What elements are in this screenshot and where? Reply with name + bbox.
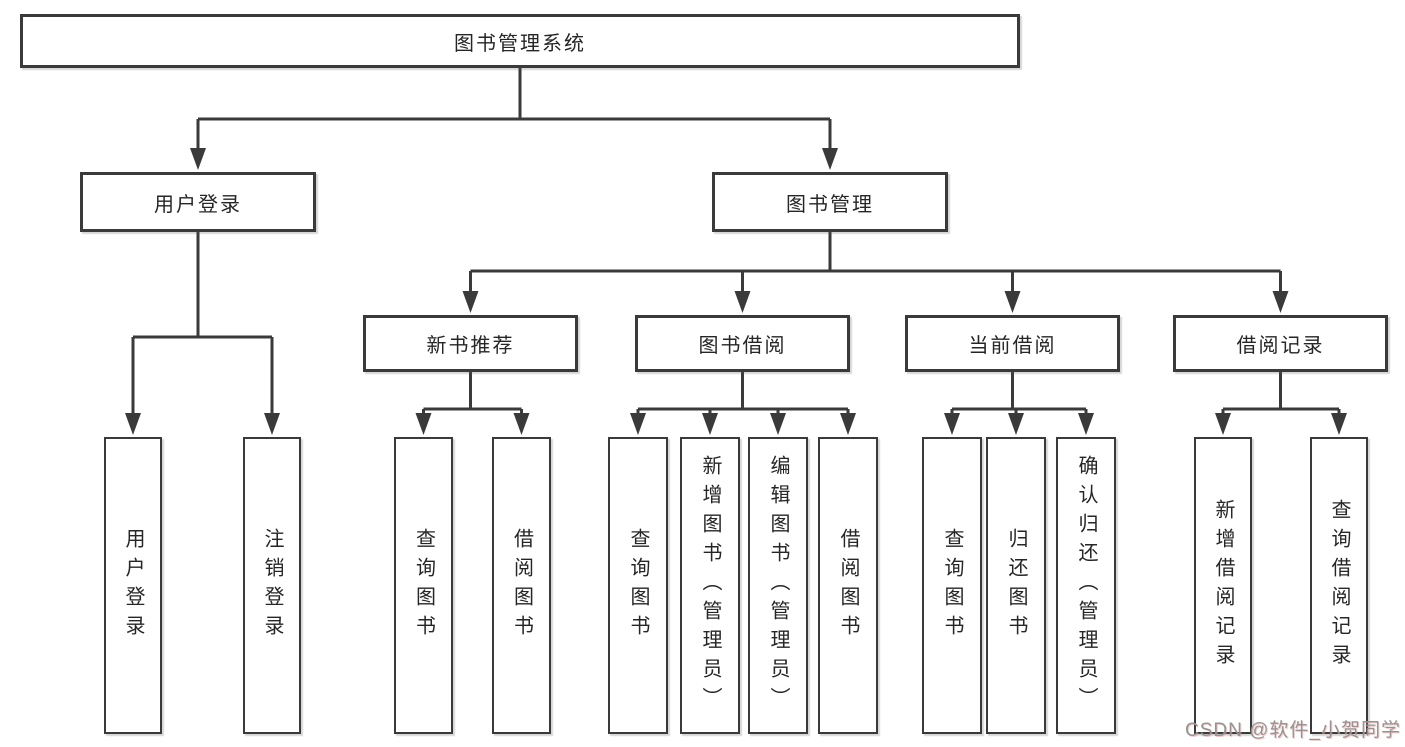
- connector-new-rec-children: [415, 372, 530, 435]
- leaf-bb-query-books: 查询图书: [608, 437, 668, 734]
- leaf-logout: 注销登录: [243, 437, 301, 734]
- connector-book-borrow-children: [630, 372, 856, 435]
- leaf-rec-query-books: 查询图书: [394, 437, 453, 734]
- leaf-cb-confirm-return-admin: 确认归还（管理员）: [1056, 437, 1116, 734]
- node-book-borrow: 图书借阅: [635, 315, 850, 372]
- node-book-management: 图书管理: [712, 172, 948, 232]
- csdn-watermark: CSDN @软件_小贺同学: [1185, 720, 1401, 741]
- node-user-login: 用户登录: [80, 172, 316, 232]
- leaf-bb-borrow-books: 借阅图书: [818, 437, 878, 734]
- connector-root-to-level2: [190, 68, 838, 170]
- node-root-system: 图书管理系统: [20, 14, 1020, 68]
- leaf-cb-return-books: 归还图书: [986, 437, 1046, 734]
- leaf-rec-borrow-books: 借阅图书: [492, 437, 551, 734]
- node-current-borrow: 当前借阅: [905, 315, 1120, 372]
- leaf-br-add-record: 新增借阅记录: [1194, 437, 1252, 734]
- connector-borrow-records-children: [1215, 372, 1347, 435]
- connector-user-login-children: [125, 232, 280, 435]
- leaf-br-query-record: 查询借阅记录: [1310, 437, 1368, 734]
- connector-current-borrow-children: [944, 372, 1094, 435]
- leaf-cb-query-books: 查询图书: [922, 437, 982, 734]
- leaf-bb-add-books-admin: 新增图书（管理员）: [680, 437, 740, 734]
- leaf-user-login: 用户登录: [104, 437, 162, 734]
- leaf-bb-edit-books-admin: 编辑图书（管理员）: [748, 437, 808, 734]
- connector-book-mgmt-children: [462, 232, 1289, 313]
- node-new-book-recommend: 新书推荐: [363, 315, 578, 372]
- node-borrow-records: 借阅记录: [1173, 315, 1388, 372]
